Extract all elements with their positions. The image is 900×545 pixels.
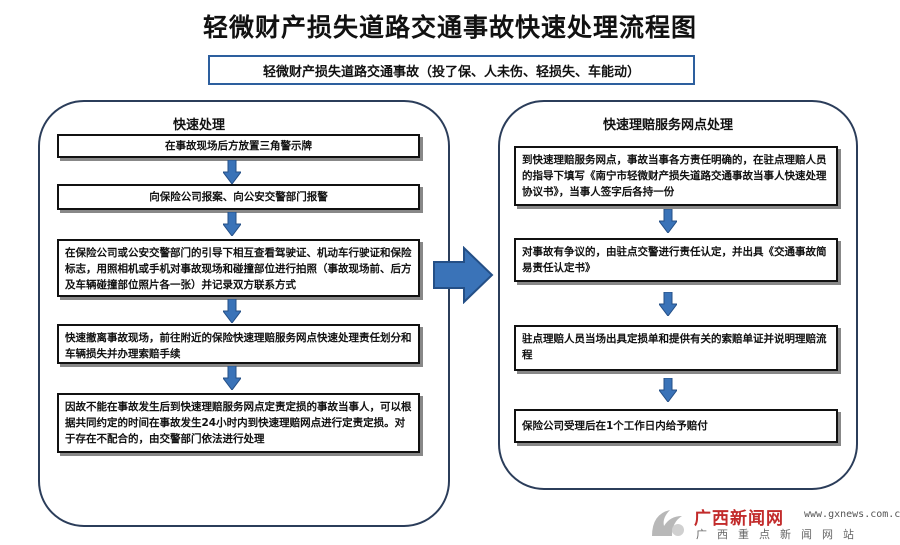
left-step-3: 在保险公司或公安交警部门的引导下相互查看驾驶证、机动车行驶证和保险标志，用照相机…	[57, 239, 420, 297]
left-panel: 快速处理	[38, 100, 450, 527]
left-step-4: 快速撤离事故现场，前往附近的保险快速理赔服务网点快速处理责任划分和车辆损失并办理…	[57, 324, 420, 364]
gxnews-logo-icon	[648, 506, 688, 544]
left-step-1: 在事故现场后方放置三角警示牌	[57, 134, 420, 158]
scope-box: 轻微财产损失道路交通事故（投了保、人未伤、轻损失、车能动）	[208, 55, 695, 85]
page-title: 轻微财产损失道路交通事故快速处理流程图	[202, 13, 697, 42]
watermark-slogan: 广西重点新闻网站	[696, 528, 864, 541]
right-step-2: 对事故有争议的，由驻点交警进行责任认定，并出具《交通事故简易责任认定书》	[514, 238, 838, 282]
left-step-2: 向保险公司报案、向公安交警部门报警	[57, 184, 420, 210]
watermark-url: www.gxnews.com.cn	[804, 509, 900, 520]
scope-text: 轻微财产损失道路交通事故（投了保、人未伤、轻损失、车能动）	[262, 64, 640, 80]
down-arrow-icon	[659, 378, 677, 402]
right-step-4: 保险公司受理后在1个工作日内给予赔付	[514, 409, 838, 443]
watermark: 广西新闻网 www.gxnews.com.cn 广西重点新闻网站	[648, 504, 900, 544]
down-arrow-icon	[223, 160, 241, 184]
down-arrow-icon	[659, 209, 677, 233]
left-panel-title: 快速处理	[172, 118, 225, 133]
left-step-5: 因故不能在事故发生后到快速理赔服务网点定责定损的事故当事人，可以根据共同约定的时…	[57, 393, 420, 453]
down-arrow-icon	[223, 299, 241, 323]
right-step-1: 到快速理赔服务网点，事故当事各方责任明确的，在驻点理赔人员的指导下填写《南宁市轻…	[514, 146, 838, 206]
right-arrow-icon	[432, 245, 494, 308]
watermark-name: 广西新闻网	[694, 509, 784, 529]
right-step-3: 驻点理赔人员当场出具定损单和提供有关的索赔单证并说明理赔流程	[514, 325, 838, 371]
down-arrow-icon	[659, 292, 677, 316]
down-arrow-icon	[223, 212, 241, 236]
down-arrow-icon	[223, 366, 241, 390]
right-panel-title: 快速理赔服务网点处理	[602, 118, 733, 133]
